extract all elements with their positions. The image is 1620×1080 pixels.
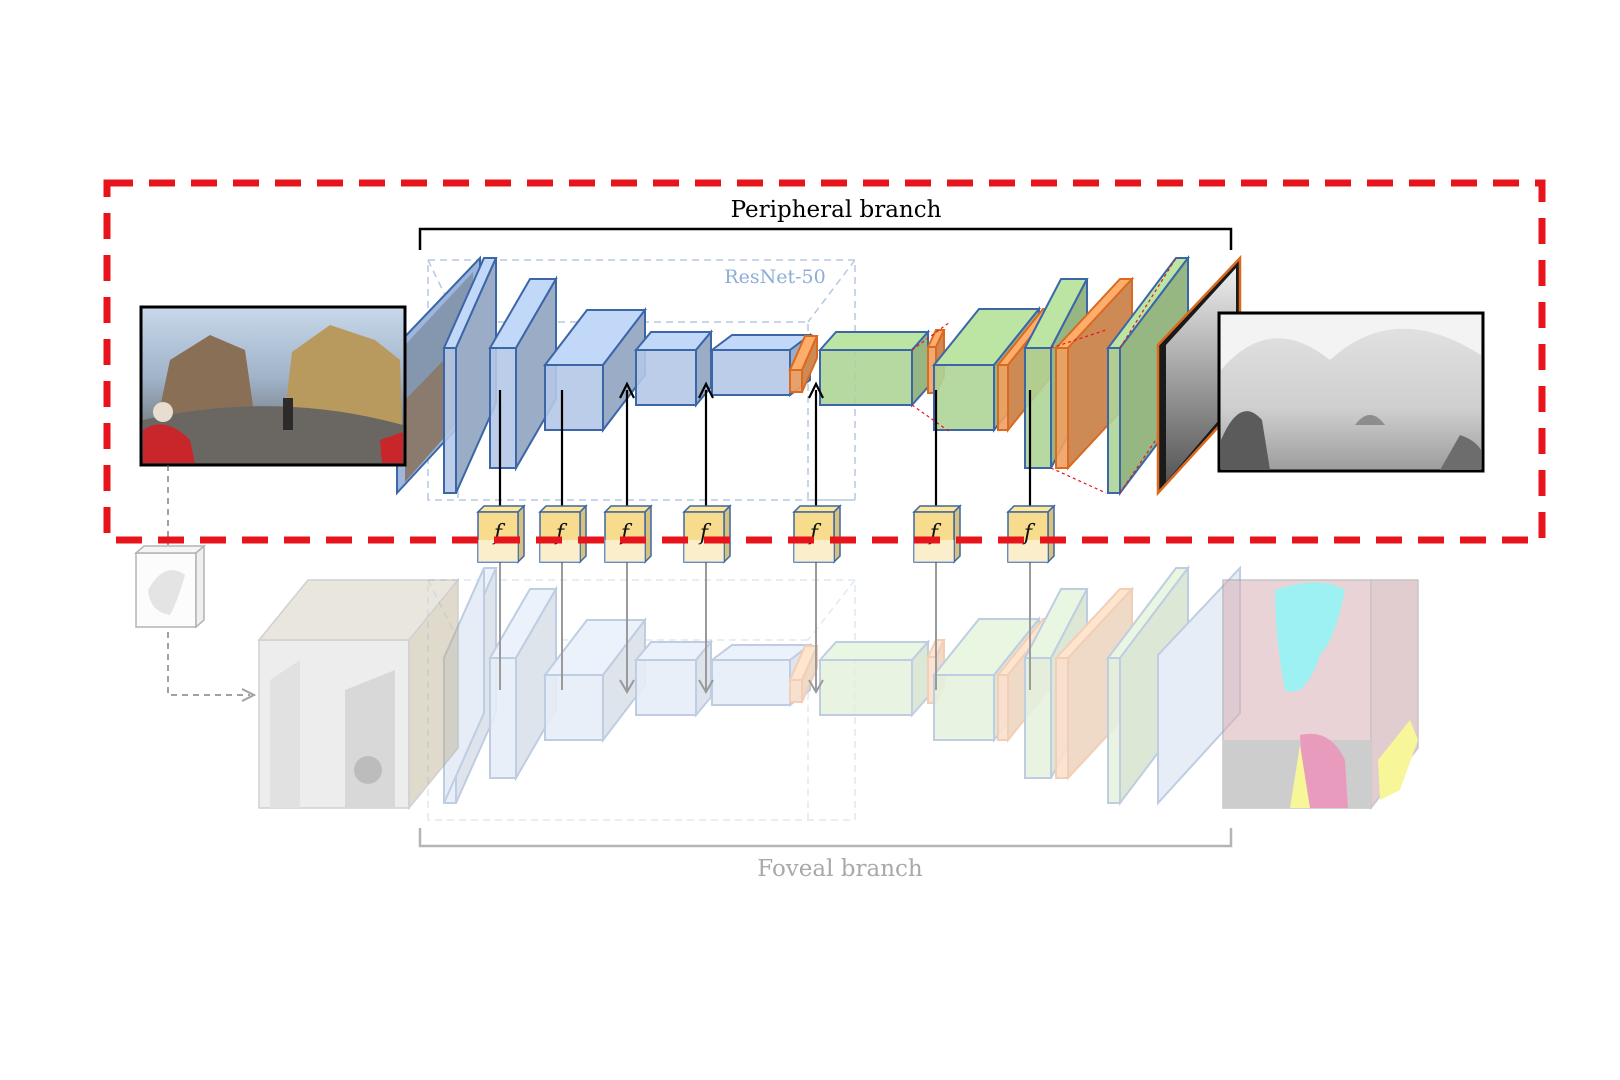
segmentation-output-icon xyxy=(1222,579,1419,811)
panorama-input-icon xyxy=(139,305,407,467)
fusion-block-6: f xyxy=(912,504,962,564)
foveal-backbone-box xyxy=(427,579,856,821)
arrow-up-icon xyxy=(698,381,714,399)
foveal-layer-3 xyxy=(542,617,648,743)
foveal-branch-label: Foveal branch xyxy=(757,856,923,882)
fusion-block-2: f xyxy=(538,504,588,564)
fusion-block-1: f xyxy=(476,504,526,564)
peripheral-branch xyxy=(396,254,1242,501)
peripheral-branch-label: Peripheral branch xyxy=(731,197,942,223)
peripheral-bracket xyxy=(418,227,1233,250)
arrow-up-icon xyxy=(619,381,635,399)
arrow-down-icon xyxy=(619,679,635,694)
peripheral-layer-1 xyxy=(442,257,498,494)
highlight-box xyxy=(103,179,1546,544)
foveal-bracket xyxy=(418,828,1233,848)
arrow-up-icon xyxy=(808,381,824,399)
peripheral-layer-4 xyxy=(633,329,714,408)
cubemap-input-icon xyxy=(257,577,460,811)
peripheral-layer-3 xyxy=(542,307,648,433)
foveal-branch xyxy=(427,565,1241,821)
peripheral-layer-6 xyxy=(788,335,819,393)
fusion-block-7: f xyxy=(1006,504,1056,564)
foveal-layer-12 xyxy=(1053,586,1135,781)
foveal-layer-4 xyxy=(633,639,714,718)
backbone-label: ResNet-50 xyxy=(724,266,825,288)
projection-cube-icon xyxy=(134,465,257,702)
fusion-block-3: f xyxy=(603,504,653,564)
foveal-layer-2 xyxy=(488,585,558,782)
peripheral-layer-13 xyxy=(1105,255,1191,496)
foveal-layer-13 xyxy=(1105,565,1191,806)
peripheral-layer-2 xyxy=(488,275,558,472)
peripheral-layer-12 xyxy=(1053,276,1135,471)
fusion-block-4: f xyxy=(682,504,732,564)
fusion-block-5: f xyxy=(792,504,842,564)
foveal-layer-9 xyxy=(931,616,1042,743)
arrow-down-icon xyxy=(698,679,714,694)
depth-map-output-icon xyxy=(1217,311,1485,473)
foveal-layer-11 xyxy=(1023,588,1089,779)
arrow-down-icon xyxy=(808,679,824,694)
foveal-layer-7 xyxy=(817,639,931,718)
foveal-first-slab xyxy=(443,567,485,804)
decoder-guides xyxy=(911,257,1177,494)
foveal-layer-5 xyxy=(709,643,813,707)
peripheral-layer-7 xyxy=(817,329,931,408)
foveal-layer-1 xyxy=(442,567,498,804)
backbone-dashed-box xyxy=(427,259,856,501)
